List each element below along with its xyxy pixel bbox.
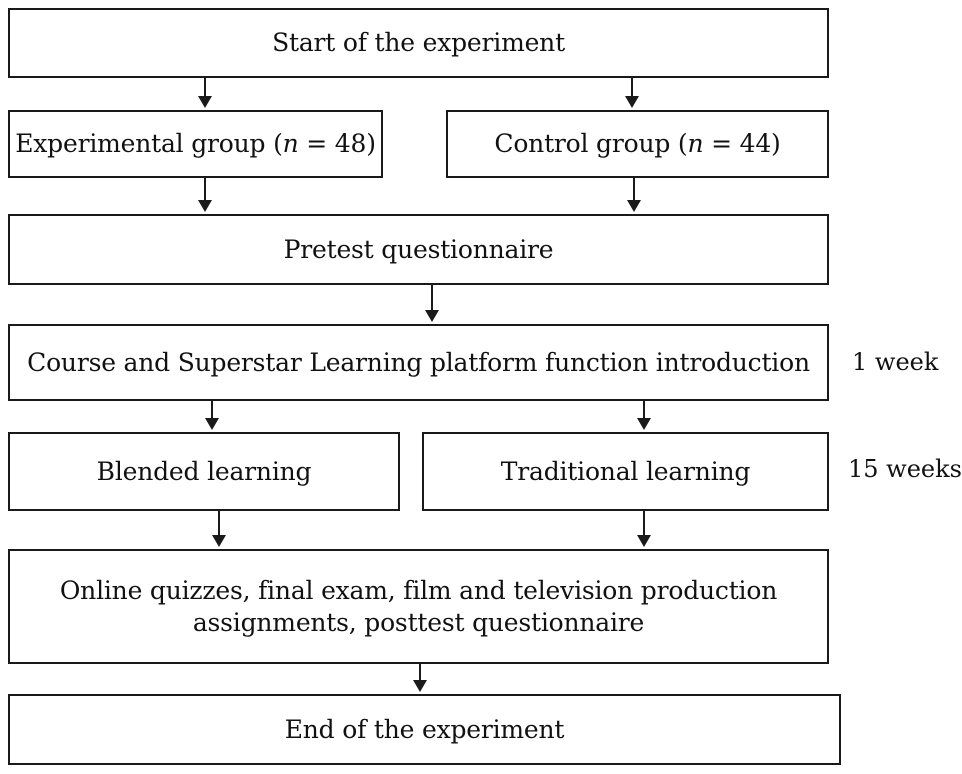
experimental-group-box: Experimental group (n = 48)	[8, 110, 383, 178]
experimental-group-label: Experimental group (n = 48)	[15, 128, 376, 159]
experimental-group-prefix: Experimental group (	[15, 129, 283, 159]
blended-learning-box: Blended learning	[8, 432, 400, 511]
experimental-group-count: = 48)	[298, 129, 376, 159]
arrowhead-experimental-to-pretest	[198, 200, 212, 212]
arrowhead-start-to-control	[625, 96, 639, 108]
control-group-n: n	[687, 129, 704, 159]
control-group-box: Control group (n = 44)	[446, 110, 829, 178]
traditional-learning-label: Traditional learning	[500, 456, 751, 486]
assessment-box: Online quizzes, final exam, film and tel…	[8, 549, 829, 664]
control-group-count: = 44)	[703, 129, 781, 159]
introduction-label: Course and Superstar Learning platform f…	[27, 347, 810, 377]
control-group-prefix: Control group (	[494, 129, 688, 159]
introduction-box: Course and Superstar Learning platform f…	[8, 324, 829, 401]
arrowhead-introduction-to-blended	[205, 418, 219, 430]
arrowhead-start-to-experimental	[198, 96, 212, 108]
arrowhead-pretest-to-introduction	[425, 310, 439, 322]
learning-duration: 15 weeks	[848, 455, 962, 483]
start-label: Start of the experiment	[272, 28, 565, 58]
pretest-label: Pretest questionnaire	[283, 234, 554, 264]
pretest-box: Pretest questionnaire	[8, 214, 829, 285]
traditional-learning-box: Traditional learning	[422, 432, 829, 511]
assessment-label-line1: Online quizzes, final exam, film and tel…	[59, 576, 778, 606]
end-box: End of the experiment	[8, 694, 841, 765]
arrowhead-introduction-to-traditional	[637, 418, 651, 430]
introduction-duration: 1 week	[852, 348, 939, 376]
end-label: End of the experiment	[284, 714, 565, 744]
blended-learning-label: Blended learning	[96, 456, 312, 486]
start-box: Start of the experiment	[8, 8, 829, 78]
assessment-label-line2: assignments, posttest questionnaire	[192, 607, 645, 637]
arrowhead-traditional-to-assessment	[637, 535, 651, 547]
control-group-label: Control group (n = 44)	[494, 128, 780, 159]
arrowhead-assessment-to-end	[413, 680, 427, 692]
arrowhead-blended-to-assessment	[212, 535, 226, 547]
arrowhead-control-to-pretest	[627, 200, 641, 212]
experimental-group-n: n	[282, 129, 299, 159]
